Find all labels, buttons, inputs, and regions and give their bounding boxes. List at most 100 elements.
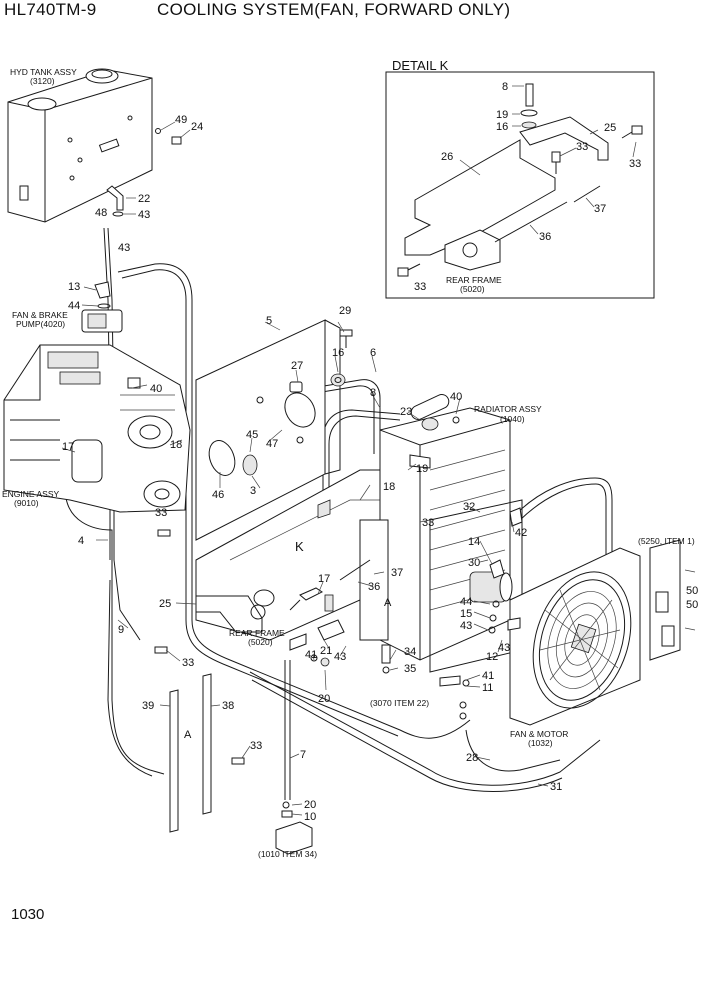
callout-23: 23 <box>400 406 412 418</box>
misc-fittings <box>154 329 523 818</box>
callout-32: 32 <box>463 501 475 513</box>
callout-29: 29 <box>339 305 351 317</box>
callout-40a: 40 <box>150 383 162 395</box>
page-number: 1030 <box>11 906 45 923</box>
callout-18a: 18 <box>170 439 182 451</box>
label-ref-3070: (3070 ITEM 22) <box>370 698 429 708</box>
leader-lines <box>61 286 549 816</box>
callout-3: 3 <box>250 485 256 497</box>
callout-37a: 37 <box>391 567 403 579</box>
callout-22: 22 <box>138 193 150 205</box>
model-number: HL740TM-9 <box>4 0 97 19</box>
label-radiator-2: (1040) <box>500 414 525 424</box>
callout-42: 42 <box>515 527 527 539</box>
callout-d37: 37 <box>594 203 606 215</box>
bar-38 <box>202 673 212 815</box>
detail-k-panel: DETAIL K <box>385 58 655 299</box>
frame-5 <box>195 319 341 541</box>
hinge-bracket <box>649 539 696 661</box>
callout-50a: 50 <box>686 585 698 597</box>
detail-rear-frame-piece <box>444 229 501 271</box>
callout-43e: 43 <box>334 651 346 663</box>
callout-12: 12 <box>486 651 498 663</box>
callout-7: 7 <box>300 749 306 761</box>
label-pump-2: PUMP(4020) <box>16 319 65 329</box>
fan-motor-assy <box>509 547 641 726</box>
label-fan-motor-1: FAN & MOTOR <box>510 729 568 739</box>
callout-d36: 36 <box>539 231 551 243</box>
callout-d33c: 33 <box>414 281 426 293</box>
callout-35: 35 <box>404 663 416 675</box>
plug-24 <box>171 136 182 145</box>
callout-46: 46 <box>212 489 224 501</box>
detail-bolt-33-left <box>397 263 421 277</box>
label-rear-frame-main-1: REAR FRAME <box>229 628 285 638</box>
engine-crank-pulley <box>143 480 181 508</box>
callout-8a: 8 <box>370 387 376 399</box>
bar-39 <box>169 689 179 833</box>
label-engine-2: (9010) <box>14 498 39 508</box>
engine-block <box>3 344 191 513</box>
callout-47: 47 <box>266 438 278 450</box>
callout-4: 4 <box>78 535 84 547</box>
detail-rod-37 <box>573 185 601 203</box>
engine-filter <box>71 439 103 483</box>
detail-bracket-25 <box>519 116 609 161</box>
tank-top-port <box>27 97 57 111</box>
callout-49: 49 <box>175 114 187 126</box>
label-hyd-tank-1: HYD TANK ASSY <box>10 67 77 77</box>
callout-14: 14 <box>468 536 480 548</box>
callouts: 49 24 22 48 43 43 13 44 40 18 17 33 4 5 … <box>62 114 698 823</box>
hose-28 <box>465 729 561 772</box>
callout-11: 11 <box>482 682 493 694</box>
tank-body <box>7 69 153 223</box>
callout-43c: 43 <box>460 620 472 632</box>
detail-k-frame <box>385 71 655 299</box>
callout-31: 31 <box>550 781 562 793</box>
callout-33c: 33 <box>182 657 194 669</box>
callout-d16: 16 <box>496 121 508 133</box>
section-mark-a-2: A <box>184 729 192 741</box>
callout-38: 38 <box>222 700 234 712</box>
callout-16a: 16 <box>332 347 344 359</box>
label-rear-frame-detail-2: (5020) <box>460 284 485 294</box>
callout-17b: 17 <box>318 573 330 585</box>
hose-31 <box>249 671 601 786</box>
pipe-4 <box>65 497 165 775</box>
callout-30: 30 <box>468 557 480 569</box>
fan-brake-pump <box>81 281 123 333</box>
callout-44a: 44 <box>68 300 80 312</box>
elbow-22 <box>106 185 124 211</box>
callout-48: 48 <box>95 207 107 219</box>
oring-43-top <box>112 211 124 217</box>
callout-27: 27 <box>291 360 303 372</box>
detail-bolt-33-top <box>551 151 561 174</box>
radiator-fins <box>429 449 506 611</box>
detail-frame-hole <box>462 242 478 258</box>
callout-17a: 17 <box>62 441 74 453</box>
pipe-9 <box>117 263 471 739</box>
callout-15: 15 <box>460 608 472 620</box>
callout-d8: 8 <box>502 81 508 93</box>
tank-filler-cap <box>85 68 119 84</box>
radiator-assy <box>359 407 511 661</box>
label-ref-1010: (1010 ITEM 34) <box>258 849 317 859</box>
pipe-6 <box>299 379 381 454</box>
callout-d33a: 33 <box>576 141 588 153</box>
callout-d19: 19 <box>496 109 508 121</box>
detail-k-title: DETAIL K <box>392 58 449 73</box>
label-ref-5250: (5250, ITEM 1) <box>638 536 695 546</box>
callout-41a: 41 <box>305 649 317 661</box>
callout-45: 45 <box>246 429 258 441</box>
detail-bolt-33-right <box>621 125 643 139</box>
callout-d33b: 33 <box>629 158 641 170</box>
engine-assy <box>3 344 191 513</box>
callout-33d: 33 <box>250 740 262 752</box>
callout-d25: 25 <box>604 122 616 134</box>
oring-49 <box>155 128 161 134</box>
callout-20b: 20 <box>304 799 316 811</box>
callout-36a: 36 <box>368 581 380 593</box>
detail-grommet-16 <box>521 121 537 129</box>
label-pump-1: FAN & BRAKE <box>12 310 68 320</box>
